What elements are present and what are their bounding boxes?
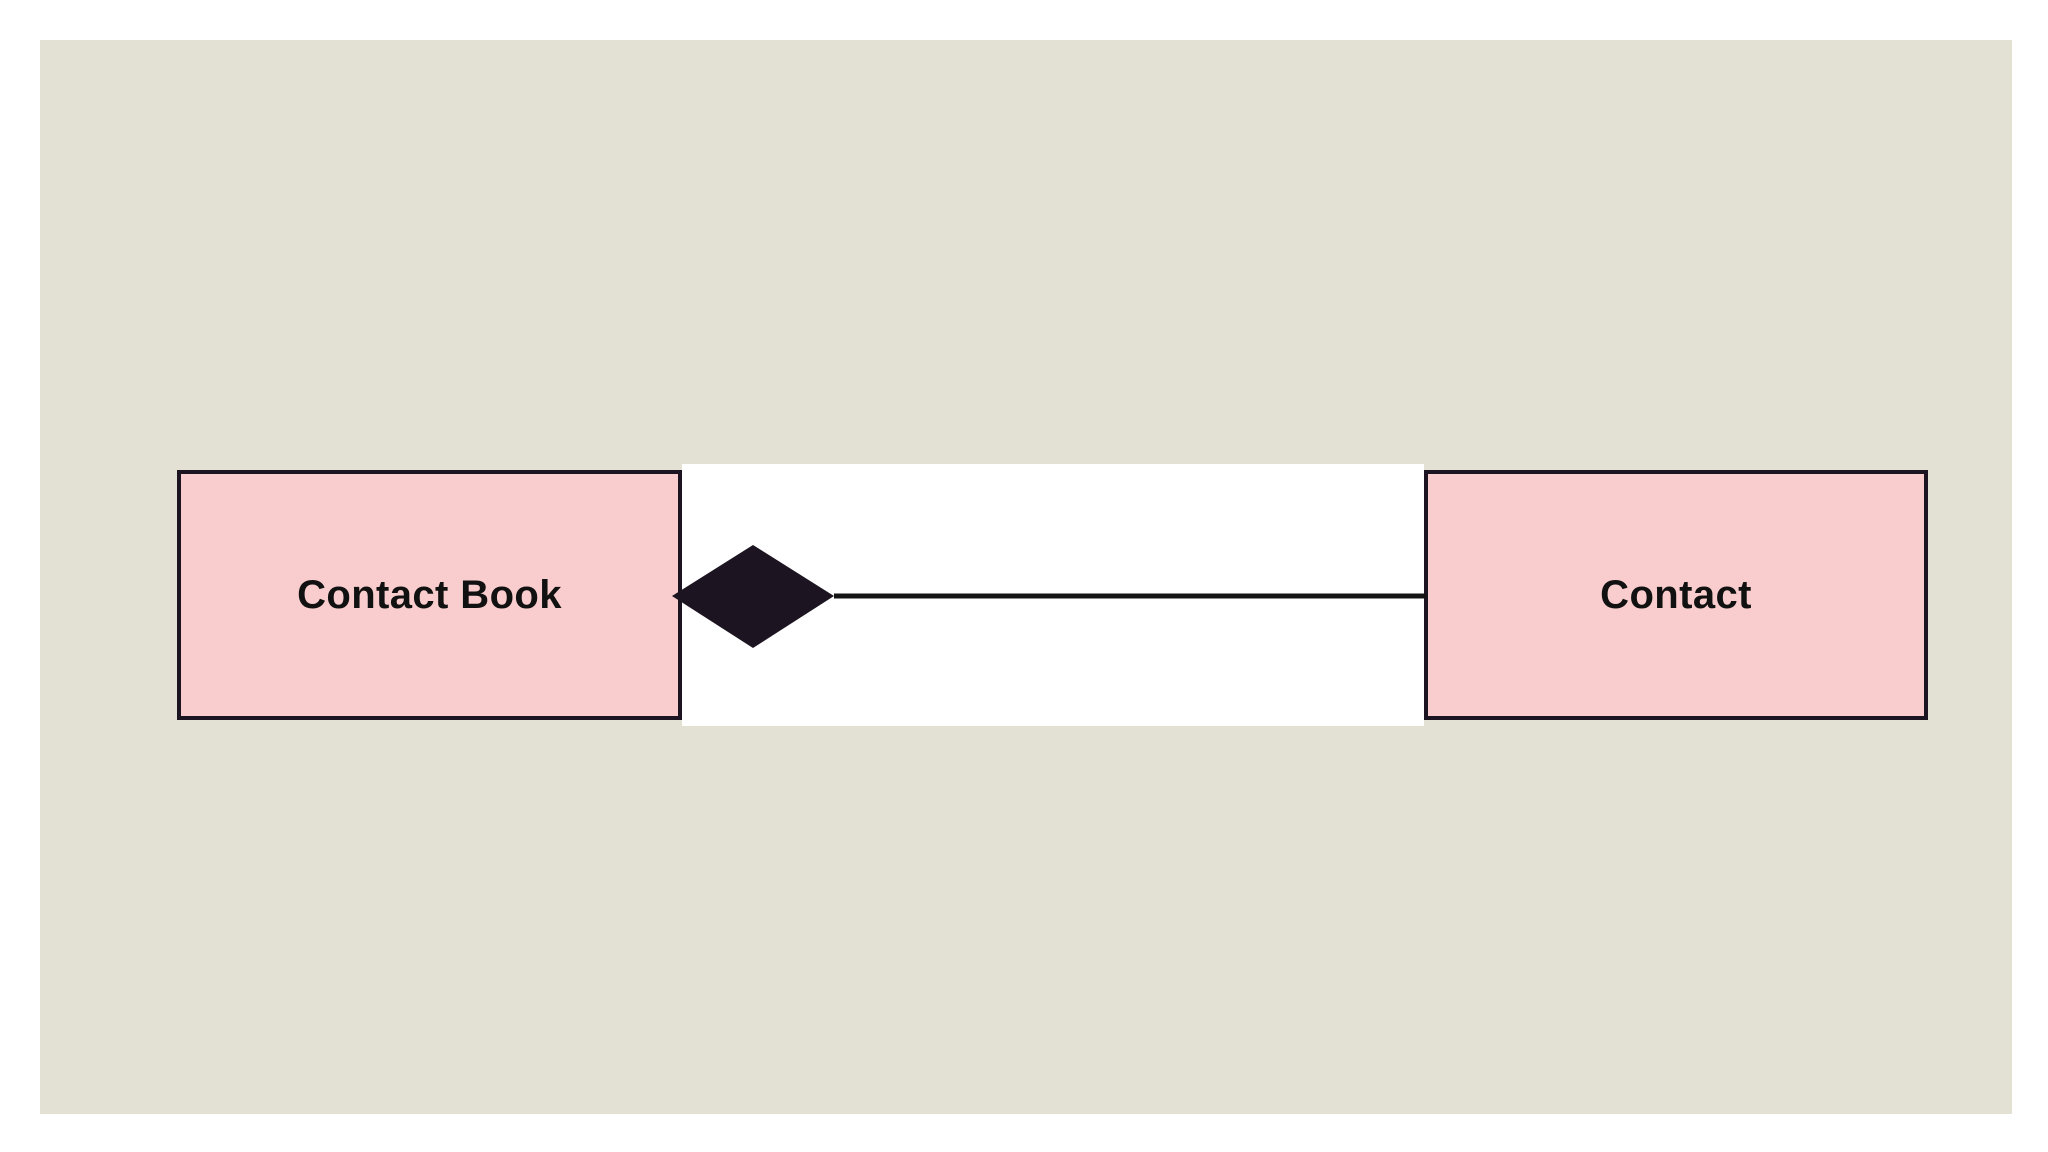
composition-filled-diamond-icon[interactable] xyxy=(672,545,834,648)
entity-label-contact-book: Contact Book xyxy=(297,573,562,617)
entity-box-contact[interactable]: Contact xyxy=(1424,470,1928,720)
entity-box-contact-book[interactable]: Contact Book xyxy=(177,470,682,720)
entity-label-contact: Contact xyxy=(1600,573,1752,617)
